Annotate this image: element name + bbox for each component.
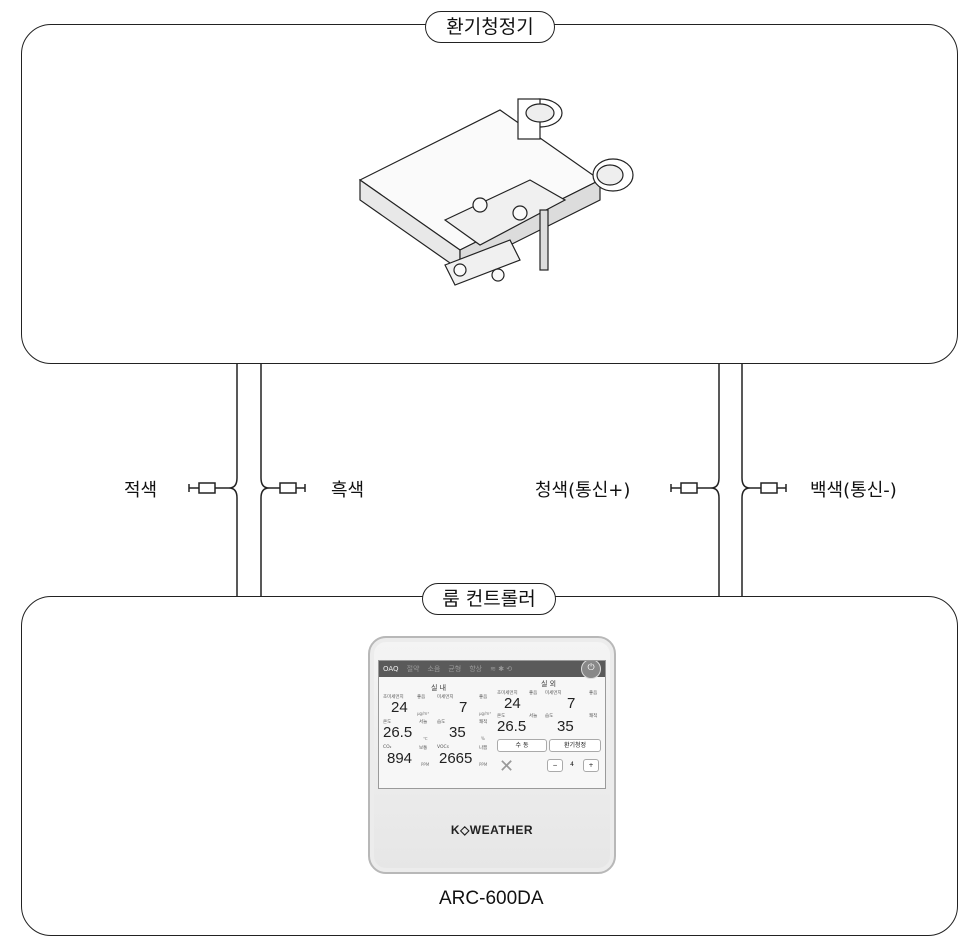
fan-plus-button[interactable]: + [583,759,599,772]
controller-screen: OAQ 절약 소음 균형 향상 ≋ ✱ ⟲ ⏻ 실 내 실 외 초미세먼지 좋음… [378,660,606,789]
indoor-voc-value: 2665 [439,750,473,767]
outdoor-pm25-label: 초미세먼지 [497,691,518,696]
outdoor-hum-value: 35 [557,718,574,735]
fan-level: 4 [570,761,574,768]
mode-button[interactable]: 수 동 [497,739,547,752]
outdoor-pm10-grade: 좋음 [589,691,598,696]
outdoor-hum-label: 습도 [545,714,554,719]
indoor-hum-unit: % [481,736,485,741]
indoor-pm10-grade: 좋음 [479,695,488,700]
tab-save[interactable]: 절약 [406,665,420,673]
tab-boost[interactable]: 향상 [469,665,483,673]
indoor-co2-grade: 보통 [419,746,428,751]
ventilator-unit-image [358,98,634,286]
indoor-hum-label: 습도 [437,720,446,725]
wire-label-blue: 청색(통신+) [535,480,631,501]
outdoor-hum-grade: 쾌적 [589,714,598,719]
indoor-pm25-value: 24 [391,699,408,716]
indoor-voc-label: VOCs [437,745,450,750]
outdoor-temp-value: 26.5 [497,718,527,735]
indoor-temp-value: 26.5 [383,724,413,741]
wire-label-black: 흑색 [331,480,365,501]
indoor-co2-unit: PPM [421,762,430,767]
room-controller-title: 룸 컨트롤러 [422,583,556,615]
indoor-pm10-value: 7 [459,699,468,716]
fan-icon: ✕ [499,756,515,777]
outdoor-pm10-label: 미세먼지 [545,691,562,696]
outdoor-title: 실 외 [541,680,557,688]
outdoor-pm25-grade: 좋음 [529,691,538,696]
indoor-pm10-unit: μg/m³ [479,711,491,716]
indoor-temp-grade: 서늘 [419,720,428,725]
fan-minus-button[interactable]: − [547,759,563,772]
function-button[interactable]: 환기청정 [549,739,601,752]
ventilator-title: 환기청정기 [425,11,555,43]
outdoor-pm25-value: 24 [504,695,521,712]
indoor-pm10-label: 미세먼지 [437,695,454,700]
indoor-temp-label: 온도 [383,720,392,725]
outdoor-pm10-value: 7 [567,695,576,712]
indoor-title: 실 내 [431,684,447,692]
outdoor-temp-label: 온도 [497,714,506,719]
indoor-pm25-unit: μg/m³ [417,711,429,716]
indoor-temp-unit: ℃ [423,736,428,741]
brand-logo: K◇WEATHER [450,823,534,837]
indoor-pm25-grade: 좋음 [417,695,426,700]
indoor-co2-label: CO₂ [383,745,392,750]
indoor-pm25-label: 초미세먼지 [383,695,404,700]
indoor-hum-value: 35 [449,724,466,741]
room-controller-device: OAQ 절약 소음 균형 향상 ≋ ✱ ⟲ ⏻ 실 내 실 외 초미세먼지 좋음… [368,636,616,874]
screen-status-bar: OAQ 절약 소음 균형 향상 ≋ ✱ ⟲ ⏻ [379,661,605,679]
indoor-voc-grade: 나쁨 [479,746,488,751]
controller-model: ARC-600DA [439,888,544,909]
wifi-icon: ≋ ✱ ⟲ [490,665,513,673]
indoor-voc-unit: PPM [479,762,488,767]
indoor-co2-value: 894 [387,750,413,767]
wire-label-red: 적색 [124,480,158,501]
power-icon[interactable]: ⏻ [581,661,601,679]
tab-oaq[interactable]: OAQ [383,665,399,673]
tab-balance[interactable]: 균형 [448,665,462,673]
outdoor-temp-grade: 서늘 [529,714,538,719]
tab-quiet[interactable]: 소음 [427,665,441,673]
wire-label-white: 백색(통신-) [810,480,897,501]
indoor-hum-grade: 쾌적 [479,720,488,725]
